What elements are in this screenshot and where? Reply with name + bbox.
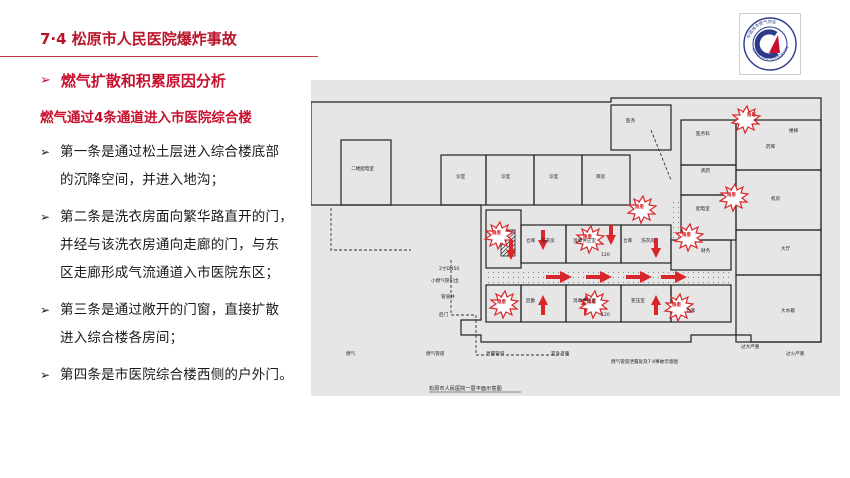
gas-label: 燃气 [346, 350, 356, 357]
arrow-bullet-icon: ➢ [40, 210, 51, 224]
arrow-bullet-icon: ➢ [40, 368, 51, 382]
bullet-item: ➢ 第三条是通过敞开的门窗，直接扩散 进入综合楼各房间； [40, 296, 312, 352]
room-label: 诊室 [549, 173, 559, 180]
bullet-line: 第一条是通过松土层进入综合楼底部 [60, 144, 280, 160]
hazard-label: 隐患 [497, 298, 506, 305]
room-label: 药库 [766, 143, 776, 150]
plan-caption: 松原市人民医院一层平面示意图 [429, 384, 502, 392]
section-heading: ➢ 燃气扩散和积累原因分析 [40, 70, 226, 91]
room-label: 仓库 [623, 237, 633, 244]
section-title: 燃气扩散和积累原因分析 [60, 72, 226, 90]
room-label: 仓库 [686, 307, 696, 314]
room-label: 库房 [596, 173, 606, 180]
hazard-label: 隐患 [492, 229, 501, 236]
right-note-label: 过火严重 [786, 350, 805, 357]
hazard-label: 隐患 [727, 191, 736, 198]
annotation-label: 燃气管道泄露处及7·4事故示意图 [611, 358, 678, 365]
room-label: 医务 [626, 117, 636, 124]
room-label: 配电室 [696, 205, 710, 212]
room-label: 财务 [701, 247, 711, 254]
room-label: 诊室 [501, 173, 511, 180]
bottom-label-a: 燃气管道 [426, 350, 445, 357]
arrow-bullet-icon: ➢ [40, 145, 51, 159]
bullet-line: 进入综合楼各房间； [60, 330, 184, 346]
room-number: 120 [601, 312, 610, 318]
slide-title: 7·4 松原市人民医院爆炸事故 [40, 30, 237, 48]
section-subtitle: 燃气通过4条通道进入市医院综合楼 [40, 110, 252, 126]
bullet-item: ➢ 第一条是通过松土层进入综合楼底部 的沉降空间，并进入地沟； [40, 138, 312, 194]
room-label: 病历 [701, 167, 711, 174]
pipe-well-label: 管道井 [441, 293, 455, 300]
bullet-line: 的沉降空间，并进入地沟； [60, 172, 225, 188]
room-number: 120 [601, 252, 610, 258]
room-label: 仓库 [526, 237, 536, 244]
west-door-label: 后门 [439, 311, 449, 318]
bottom-label-b: 泄露管道 [486, 350, 505, 357]
bullet-line: 第三条是通过敞开的门窗，直接扩散 [60, 302, 280, 318]
bullet-item: ➢ 第二条是洗衣房面向繁华路直开的门， 并经与该洗衣房通向走廊的门，与东 区走廊… [40, 203, 312, 287]
room-label: 大厅 [781, 245, 791, 252]
floor-plan-diagram: 隐患 隐患 隐患 隐患 隐患 隐患 隐患 隐患 隐患 二楼配电室 诊室 诊室 诊… [311, 80, 840, 396]
room-label: 洗衣房 [641, 237, 655, 244]
china-gas-association-logo: 中国城市燃气协会 CHINA GAS ASSOCIATION [739, 13, 801, 75]
hazard-label: 隐患 [682, 231, 691, 238]
hazard-label: 隐患 [583, 233, 592, 240]
room-label: 大水箱 [781, 307, 795, 314]
title-underline [0, 56, 318, 57]
bullet-line: 第四条是市医院综合楼西侧的户外门。 [60, 367, 293, 383]
gas-pipe-label: 小燃气管引出 [431, 277, 459, 284]
bullet-line: 区走廊形成气流通道入市医院东区； [60, 265, 280, 281]
bullet-line: 第二条是洗衣房面向繁华路直开的门， [60, 209, 293, 225]
bottom-label-c: 室外严重 [551, 350, 570, 357]
room-label: 医务科 [696, 130, 710, 137]
room-label: 洗衣房 [541, 237, 555, 244]
room-label: 诊室 [456, 173, 466, 180]
bullet-list: ➢ 第一条是通过松土层进入综合楼底部 的沉降空间，并进入地沟； ➢ 第二条是洗衣… [40, 138, 312, 389]
room-label: 变压室 [631, 297, 645, 304]
pipe-label: 2寸DN50 [439, 265, 459, 272]
room-label: 消毒供应室 [573, 297, 596, 304]
bullet-line: 并经与该洗衣房通向走廊的门，与东 [60, 237, 280, 253]
arrow-bullet-icon: ➢ [40, 73, 51, 88]
hazard-label: 隐患 [635, 203, 644, 210]
hazard-label: 隐患 [672, 301, 681, 308]
east-door-label: 过大严重 [741, 343, 760, 350]
room-label: 楼梯 [789, 127, 799, 134]
room-label: 消毒供应室 [573, 237, 596, 244]
room-label: 机房 [771, 195, 781, 202]
bullet-item: ➢ 第四条是市医院综合楼西侧的户外门。 [40, 361, 312, 389]
hazard-label: 隐患 [587, 298, 596, 305]
hazard-label: 隐患 [747, 111, 756, 118]
arrow-bullet-icon: ➢ [40, 303, 51, 317]
room-label: 二楼配电室 [351, 165, 374, 172]
room-label: 后勤 [526, 297, 536, 304]
